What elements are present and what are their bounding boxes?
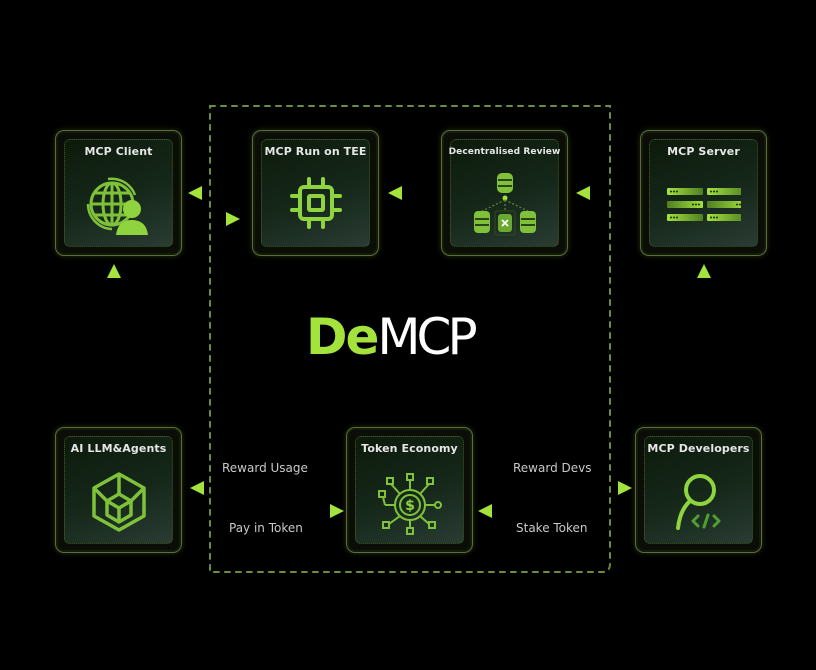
node-mcp-run-on-tee: MCP Run on TEE <box>252 130 379 256</box>
node-title: Token Economy <box>361 442 458 455</box>
svg-text:$: $ <box>405 498 415 514</box>
arrow-pay-in-token <box>190 504 344 518</box>
flow-label-reward-usage: Reward Usage <box>222 461 308 475</box>
flow-label-reward-devs: Reward Devs <box>513 461 592 475</box>
node-mcp-client: MCP Client <box>55 130 182 256</box>
node-title: MCP Client <box>84 145 153 158</box>
node-title: AI LLM&Agents <box>70 442 167 455</box>
developer-user-icon <box>675 474 720 530</box>
arrow-server-to-review <box>576 186 636 200</box>
globe-user-icon <box>86 177 148 235</box>
arrow-review-to-tee <box>388 186 436 200</box>
logo-prefix: De <box>306 308 379 366</box>
dollar-network-icon: $ <box>377 473 442 535</box>
demcp-logo: DeMCP <box>306 312 478 362</box>
arrow-developers-to-server <box>697 264 711 415</box>
cube-icon <box>91 472 146 532</box>
node-token-economy: Token Economy $ <box>346 427 473 553</box>
arrow-client-to-tee <box>190 212 240 226</box>
arrow-stake-token <box>478 504 632 518</box>
arrow-reward-devs <box>478 481 632 495</box>
logo-suffix: MCP <box>377 308 477 366</box>
node-title: MCP Run on TEE <box>264 145 367 158</box>
arrow-tee-to-client <box>188 186 248 200</box>
arrow-agents-to-client <box>107 264 121 415</box>
database-network-icon <box>473 173 536 236</box>
node-title: MCP Developers <box>647 442 750 455</box>
tee-boundary <box>209 105 611 573</box>
node-mcp-developers: MCP Developers <box>635 427 762 553</box>
node-title: MCP Server <box>667 145 740 158</box>
cpu-chip-icon <box>289 177 342 229</box>
node-panel <box>261 139 370 247</box>
flow-label-pay-in-token: Pay in Token <box>229 521 303 535</box>
node-title: Decentralised Review <box>448 147 561 157</box>
server-rack-icon <box>666 188 741 221</box>
node-mcp-server: MCP Server <box>640 130 767 256</box>
arrow-reward-usage <box>190 481 342 495</box>
node-ai-llm-agents: AI LLM&Agents <box>55 427 182 553</box>
node-decentralised-review: Decentralised Review <box>441 130 568 256</box>
flow-label-stake-token: Stake Token <box>516 521 588 535</box>
